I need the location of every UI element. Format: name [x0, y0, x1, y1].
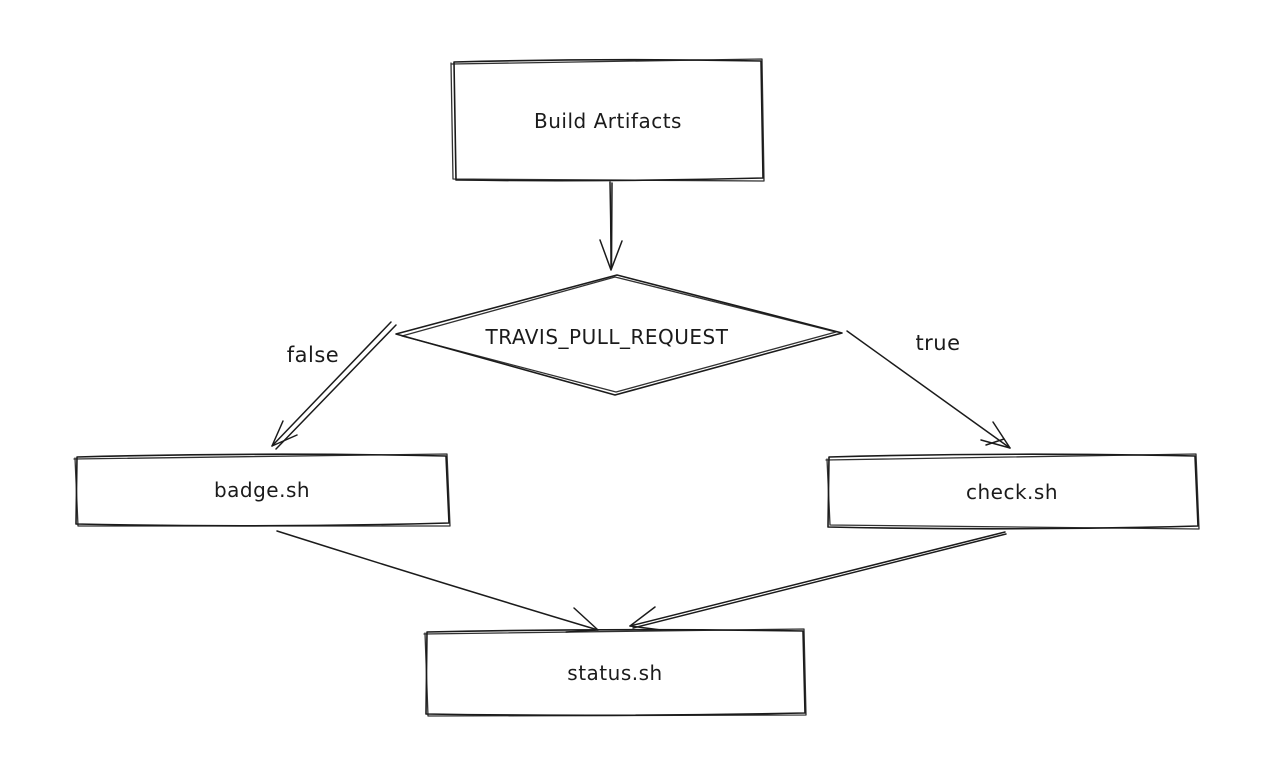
node-build-artifacts: Build Artifacts	[450, 58, 765, 182]
travis-pull-request-label: TRAVIS_PULL_REQUEST	[485, 325, 729, 349]
badge-sh-label: badge.sh	[214, 478, 310, 502]
edge-true-branch: true	[846, 330, 1011, 449]
build-artifacts-label: Build Artifacts	[534, 109, 682, 133]
edge-line-pass2	[610, 182, 613, 267]
travis-pull-request-diamond-shape	[395, 274, 843, 396]
arrowhead-down-left	[629, 606, 662, 631]
edge-line-pass2	[275, 324, 397, 450]
status-sh-label: status.sh	[567, 661, 662, 685]
check-sh-label: check.sh	[966, 480, 1058, 504]
edge-line-pass2	[632, 533, 1007, 629]
badge-sh-rect-shape-pass2	[73, 453, 451, 527]
travis-pull-request-diamond-shape-pass2	[401, 276, 837, 393]
check-sh-rect-shape-pass2	[825, 453, 1200, 530]
arrowhead-extra-tick	[985, 438, 1005, 446]
node-badge-sh: badge.sh	[73, 453, 451, 527]
edge-false-label: false	[287, 343, 339, 367]
build-artifacts-rect-shape	[453, 58, 764, 182]
edge-line	[629, 531, 1006, 627]
edge-line	[271, 321, 392, 447]
edge-check-to-status	[629, 531, 1007, 631]
edge-badge-to-status	[276, 530, 599, 633]
edge-line	[276, 530, 599, 631]
edge-true-label: true	[915, 331, 960, 355]
arrowhead-down-left	[271, 420, 298, 447]
node-travis-pull-request: TRAVIS_PULL_REQUEST	[395, 274, 843, 396]
arrowhead-down	[599, 239, 623, 271]
status-sh-rect-shape-pass2	[423, 628, 807, 717]
check-sh-rect-shape	[827, 453, 1199, 530]
edge-line	[846, 330, 1011, 449]
edge-false-branch: false	[271, 321, 397, 450]
build-artifacts-rect-shape-pass2	[450, 58, 765, 182]
arrowhead-down-right	[980, 421, 1011, 449]
node-status-sh: status.sh	[423, 628, 807, 717]
node-check-sh: check.sh	[825, 453, 1200, 530]
edge-build-to-decision	[599, 181, 623, 271]
